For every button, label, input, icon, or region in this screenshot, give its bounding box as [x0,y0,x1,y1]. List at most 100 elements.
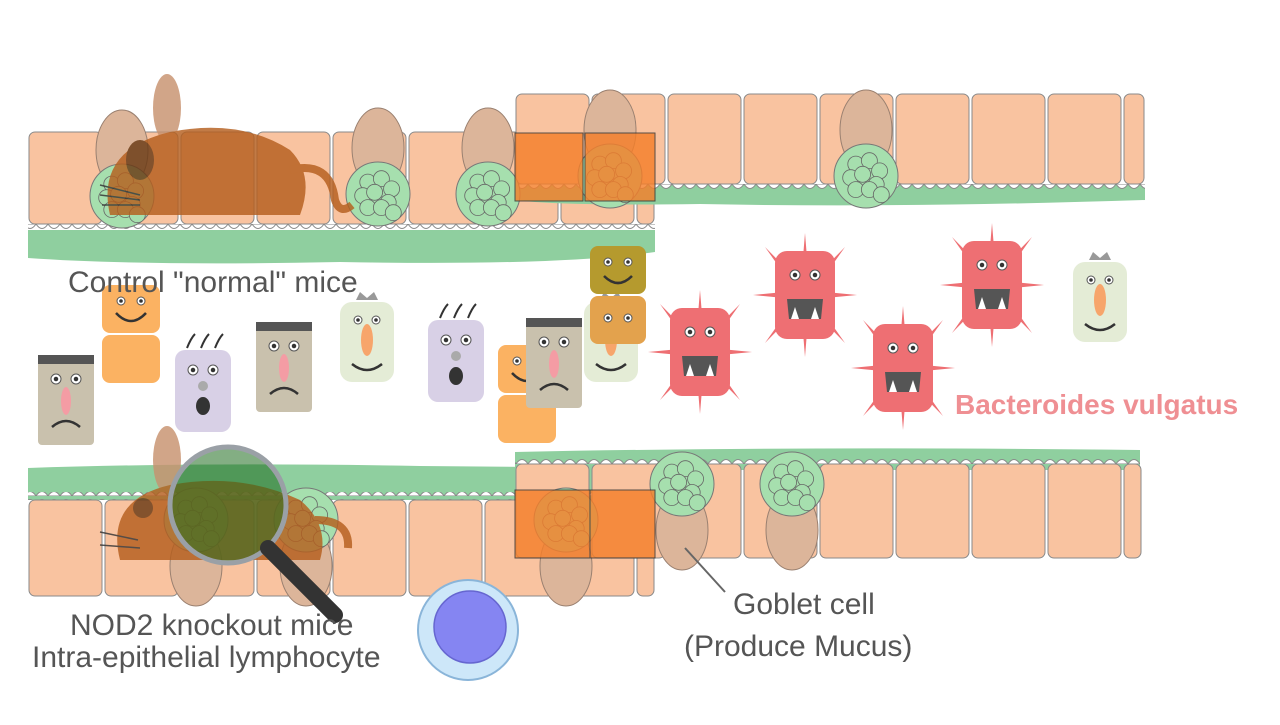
microbe-face-icon [590,246,646,344]
mouse-icon [99,74,355,215]
highlight-overlay-top [514,132,656,202]
pupil [515,359,519,363]
microbe-mouth [595,362,627,372]
epithelial-cell [332,499,407,597]
microbe-face-icon [38,355,94,445]
mouse-body [107,127,306,215]
microbe-hair [453,303,463,319]
epithelial-cell [895,93,970,185]
pupil [1089,278,1093,282]
lymphocyte-nucleus [433,590,507,664]
pupil [812,272,818,278]
microvilli [28,224,655,232]
mouse-eye [133,498,153,518]
pupil [606,260,610,264]
bacteria-icon [648,290,752,414]
pupil [687,329,693,335]
pupil [707,329,713,335]
pupil [606,316,610,320]
mouse-tail [289,164,355,213]
epithelial-cell [971,463,1046,559]
goblet-granule [384,204,402,222]
microbe-face-icon [256,322,312,412]
microbe-body [102,335,160,383]
microbe-cap [526,318,582,327]
pupil [443,337,449,343]
overlay-square [584,132,656,202]
microbe-mouth [51,419,81,428]
bacteria-body [775,251,835,339]
epithelial-cell [819,463,894,559]
goblet-granule [872,186,890,204]
microbe-hair [439,303,449,319]
microbe-body [590,296,646,344]
pupil [999,262,1005,268]
microbe-hair [214,333,224,349]
pupil [463,337,469,343]
goblet-granule [688,494,706,512]
microbe-mouth [196,397,210,415]
microvilli [515,458,1140,466]
microbe-hair [200,333,210,349]
goblet-granule [854,165,871,183]
pupil [291,343,297,349]
epithelial-cell [895,463,970,559]
overlay-square [514,132,584,202]
goblet-granule [670,473,687,491]
microbe-face-icon [428,303,484,402]
microbe-cap [256,322,312,331]
magnifier-lens [167,444,289,566]
goblet-granule [366,183,384,201]
bacteria-icon [753,233,857,357]
goblet-granule [861,152,878,170]
microvilli [28,492,655,500]
microbe-nose [1094,284,1106,316]
pupil [910,345,916,351]
bacteria-body [670,308,730,396]
goblet-cell-icon [649,451,715,571]
pupil [374,318,378,322]
pupil [541,339,547,345]
goblet-granule [677,460,694,478]
mucus-layer [28,230,655,264]
pupil [210,367,216,373]
bacteria-icon [851,306,955,430]
microbe-crown [356,292,378,300]
pupil [139,299,143,303]
goblet-granule [798,494,816,512]
nod2-mice-label: NOD2 knockout mice [70,609,354,642]
epithelial-cell [28,499,103,597]
bacteria-icon [940,223,1044,347]
goblet-cell-icon [345,107,411,227]
epithelial-cell [1123,93,1145,185]
epithelial-cell [1123,463,1142,559]
pupil [53,376,59,382]
microbe-hair [467,303,477,319]
control-mice-label: Control "normal" mice [68,266,358,299]
epithelial-cell [1047,463,1122,559]
goblet-cell-icon [833,89,899,209]
goblet-granule [476,183,494,201]
pupil [190,367,196,373]
pupil [1107,278,1111,282]
lymphocyte-icon [417,579,519,681]
pupil [626,260,630,264]
pupil [119,299,123,303]
microbe-face-icon [1073,252,1127,342]
mouse-ear [153,74,181,142]
microbe-mouth [603,275,633,285]
microbe-nose [361,324,373,356]
epithelium-top-right [515,93,1145,206]
microbe-nose [279,354,289,382]
epithelial-cell [743,93,818,185]
mouse-whiskers [99,531,141,549]
mouse-whiskers [99,184,141,206]
magnifier-icon [167,444,343,623]
mouse-ear [153,426,181,494]
overlay-square [514,489,591,559]
goblet-granule [787,460,804,478]
microbe-crown [1089,252,1111,260]
microbe-face-icon [340,292,394,382]
